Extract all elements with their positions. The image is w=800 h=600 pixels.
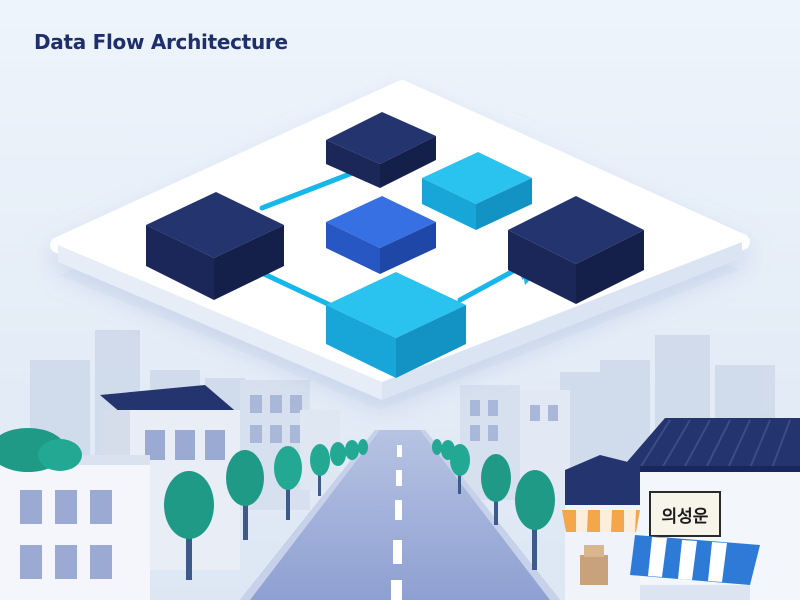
tree bbox=[226, 450, 264, 540]
tree bbox=[164, 471, 214, 580]
node-cube-top-right bbox=[422, 152, 532, 230]
node-cube-center bbox=[326, 196, 436, 274]
small-shop bbox=[562, 455, 640, 600]
tree bbox=[481, 454, 511, 525]
shop-sign-text: 의성운 bbox=[662, 507, 709, 527]
node-cube-right bbox=[508, 196, 644, 304]
trees-left bbox=[164, 439, 368, 580]
node-cube-bottom bbox=[326, 272, 466, 378]
orange-awning bbox=[562, 510, 640, 532]
tree bbox=[450, 444, 470, 494]
page-title: Data Flow Architecture bbox=[34, 30, 288, 54]
roof-tiles bbox=[639, 419, 791, 469]
tree bbox=[274, 446, 302, 520]
blue-awning bbox=[630, 535, 760, 600]
mid-buildings-left bbox=[240, 380, 340, 510]
tree bbox=[515, 470, 555, 570]
tree bbox=[310, 444, 330, 496]
node-cube-top bbox=[326, 112, 436, 188]
tree bbox=[330, 439, 368, 466]
connection-line-left-to-top bbox=[259, 167, 363, 211]
left-building-front bbox=[0, 455, 150, 600]
road-lane-markings bbox=[391, 445, 402, 600]
node-cube-left bbox=[146, 192, 284, 300]
mid-buildings-right bbox=[460, 385, 570, 500]
bush bbox=[0, 428, 82, 472]
trees-right bbox=[432, 439, 555, 570]
